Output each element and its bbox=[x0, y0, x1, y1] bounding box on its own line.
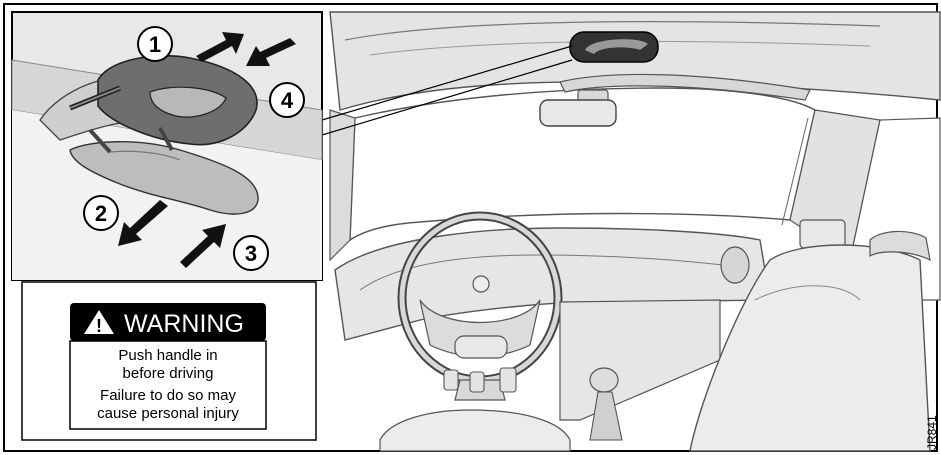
svg-text:!: ! bbox=[96, 316, 102, 336]
callout-3: 3 bbox=[234, 236, 268, 270]
callout-4: 4 bbox=[270, 83, 304, 117]
warning-panel: ! WARNING Push handle in before driving … bbox=[22, 282, 316, 440]
svg-text:1: 1 bbox=[149, 32, 161, 57]
svg-text:4: 4 bbox=[281, 88, 294, 113]
callout-1: 1 bbox=[138, 27, 172, 61]
warning-line-3: Failure to do so may bbox=[100, 387, 236, 404]
warning-line-4: cause personal injury bbox=[97, 405, 239, 422]
figure-code: JR841 bbox=[925, 415, 939, 450]
warning-title: WARNING bbox=[124, 310, 244, 338]
warning-line-2: before driving bbox=[123, 365, 214, 382]
warning-line-1: Push handle in bbox=[118, 347, 217, 364]
svg-text:3: 3 bbox=[245, 241, 257, 266]
svg-text:2: 2 bbox=[95, 201, 107, 226]
callout-2: 2 bbox=[84, 196, 118, 230]
handle-detail-inset: 1 4 2 3 bbox=[12, 12, 322, 280]
